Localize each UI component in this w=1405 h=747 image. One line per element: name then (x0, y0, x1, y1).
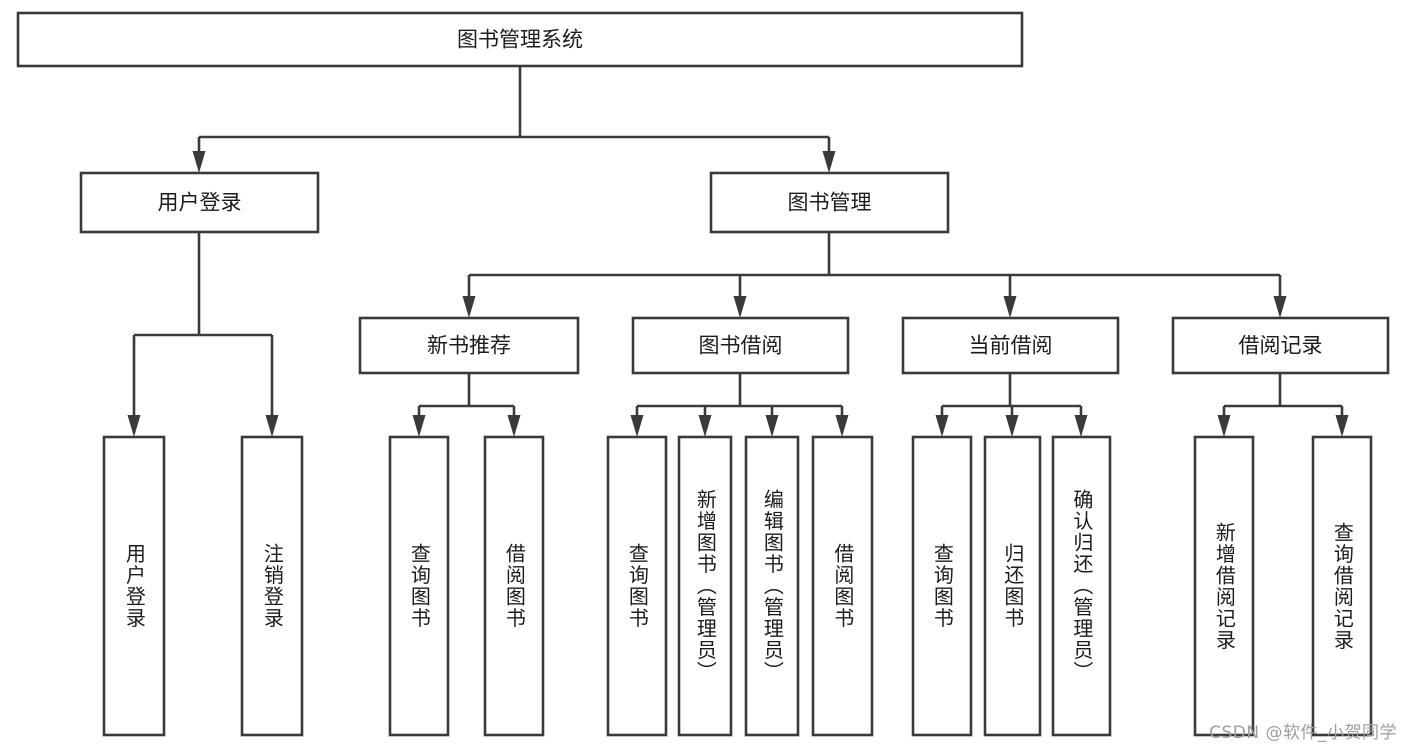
node-label-book-manage: 图书管理 (788, 191, 872, 215)
node-box-new-book-rec[interactable] (358, 316, 580, 375)
node-box-current-borrow[interactable] (901, 316, 1120, 375)
node-box-leaf-confirm-return[interactable] (1051, 435, 1112, 737)
arrow-head-icon (412, 415, 426, 437)
node-box-book-borrow[interactable] (631, 316, 850, 375)
arrow-head-icon (733, 296, 747, 318)
node-box-leaf-borrow-book-2[interactable] (811, 435, 874, 737)
node-label-current-borrow: 当前借阅 (969, 334, 1053, 358)
node-box-leaf-query-book-1[interactable] (388, 435, 450, 737)
connector-group (127, 232, 279, 437)
node-box-user-login[interactable] (79, 171, 320, 234)
node-box-leaf-return-book[interactable] (983, 435, 1042, 737)
node-box-leaf-edit-book[interactable] (744, 435, 800, 737)
node-box-book-manage[interactable] (709, 171, 950, 234)
connector-group (192, 66, 836, 173)
arrow-head-icon (935, 415, 949, 437)
arrow-head-icon (630, 415, 644, 437)
node-box-leaf-borrow-book-1[interactable] (483, 435, 545, 737)
arrow-head-icon (1273, 296, 1287, 318)
node-box-root[interactable] (16, 11, 1024, 68)
node-box-leaf-add-record[interactable] (1193, 435, 1255, 737)
arrow-head-icon (835, 415, 849, 437)
arrow-head-icon (265, 415, 279, 437)
node-box-leaf-user-login[interactable] (102, 435, 166, 737)
arrow-head-icon (192, 151, 206, 173)
node-box-leaf-logout[interactable] (240, 435, 304, 737)
arrow-head-icon (462, 296, 476, 318)
connector-group (462, 232, 1287, 318)
connectors-layer (127, 66, 1349, 437)
connector-group (935, 373, 1088, 437)
connector-group (1217, 373, 1349, 437)
node-box-leaf-query-book-3[interactable] (911, 435, 973, 737)
arrow-head-icon (1217, 415, 1231, 437)
node-label-root: 图书管理系统 (457, 28, 583, 52)
arrow-head-icon (507, 415, 521, 437)
node-label-borrow-record: 借阅记录 (1239, 334, 1323, 358)
boxes-layer (16, 11, 1390, 737)
node-box-leaf-query-record[interactable] (1311, 435, 1373, 737)
arrow-head-icon (1005, 415, 1019, 437)
arrow-head-icon (1003, 296, 1017, 318)
arrow-head-icon (1335, 415, 1349, 437)
watermark-text: CSDN @软件_小贺同学 (1209, 723, 1397, 743)
node-box-leaf-query-book-2[interactable] (606, 435, 668, 737)
arrow-head-icon (822, 151, 836, 173)
node-label-book-borrow: 图书借阅 (699, 334, 783, 358)
arrow-head-icon (1074, 415, 1088, 437)
arrow-head-icon (765, 415, 779, 437)
connector-group (630, 373, 849, 437)
arrow-head-icon (127, 415, 141, 437)
connector-group (412, 373, 521, 437)
arrow-head-icon (698, 415, 712, 437)
node-box-leaf-add-book[interactable] (677, 435, 733, 737)
node-label-user-login: 用户登录 (158, 191, 242, 215)
node-label-new-book-rec: 新书推荐 (427, 334, 511, 358)
node-box-borrow-record[interactable] (1171, 316, 1390, 375)
